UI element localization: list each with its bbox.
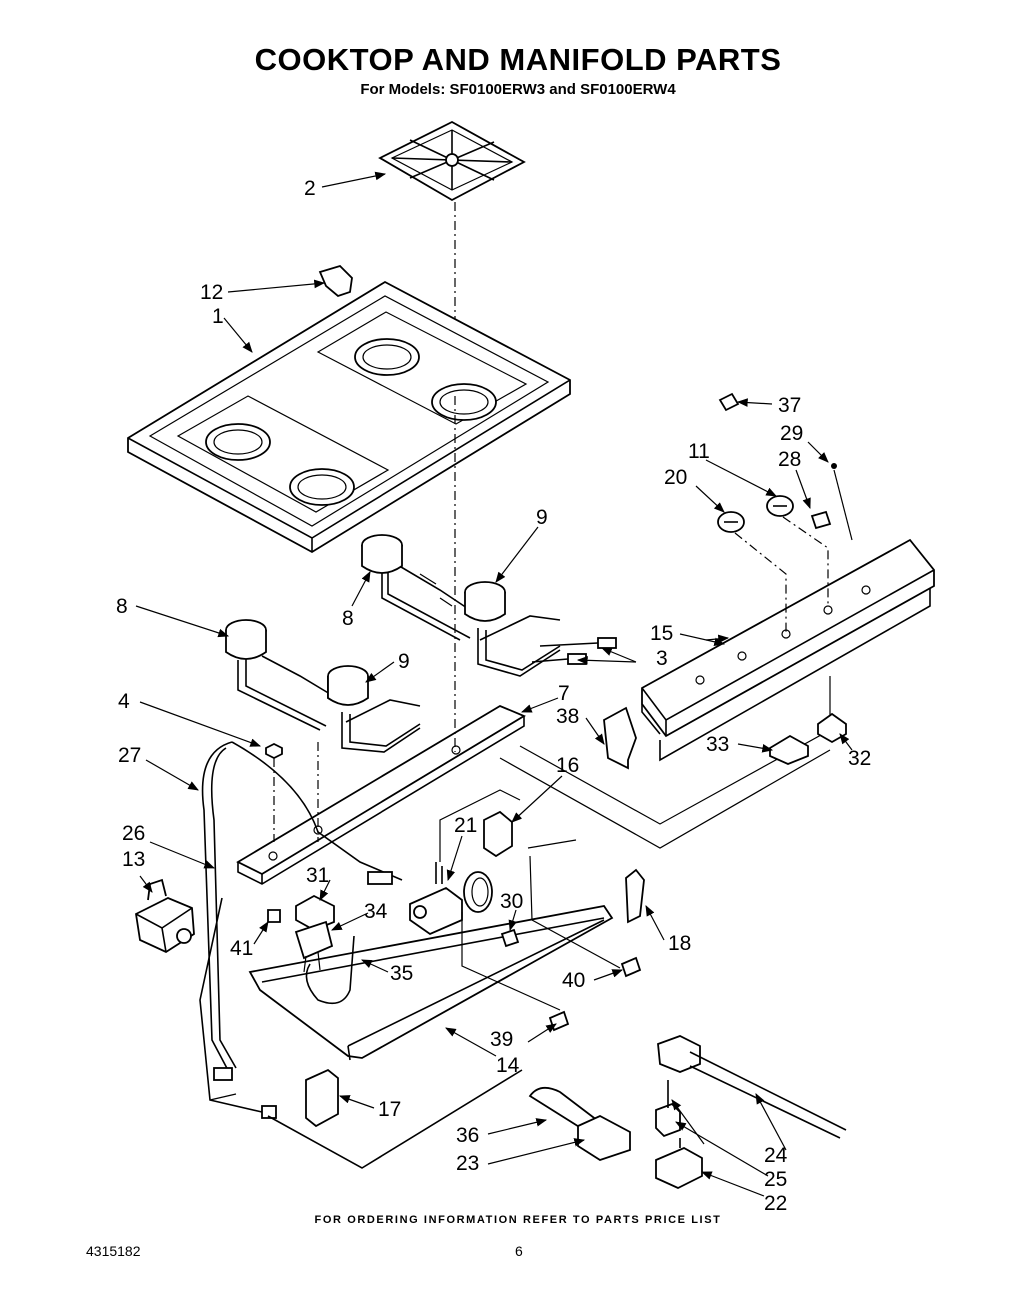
tube-fitting	[213, 1067, 233, 1081]
cooktop-clip	[318, 264, 353, 298]
callout-24: 24	[764, 1144, 788, 1167]
callout-26: 26	[122, 822, 145, 845]
spacer	[267, 909, 281, 923]
gas-regulator	[135, 878, 195, 954]
callout-20: 20	[664, 466, 687, 489]
fitting-30	[500, 928, 520, 948]
page-title: COOKTOP AND MANIFOLD PARTS	[254, 42, 782, 77]
burner-support-bracket	[236, 704, 526, 885]
document-number: 4315182	[86, 1243, 141, 1259]
callout-15: 15	[650, 622, 673, 645]
burner-grate	[378, 120, 526, 202]
callout-leaders	[135, 171, 853, 1197]
callout-9-lower: 9	[398, 650, 410, 673]
callout-4: 4	[118, 690, 130, 713]
hex-nut	[265, 742, 283, 760]
cooktop	[127, 280, 571, 554]
callout-7: 7	[558, 682, 570, 705]
callout-33: 33	[706, 733, 729, 756]
screw-40	[620, 956, 642, 978]
tube-nut	[367, 871, 393, 885]
oven-igniter	[294, 920, 334, 960]
page-number: 6	[515, 1243, 523, 1259]
callout-23: 23	[456, 1152, 479, 1175]
callout-2: 2	[304, 177, 316, 200]
callout-35: 35	[390, 962, 413, 985]
rear-burner-assembly	[361, 534, 561, 677]
air-shutter-spring	[463, 871, 493, 913]
callout-31: 31	[306, 864, 329, 887]
callout-34: 34	[364, 900, 388, 923]
callout-30: 30	[500, 890, 523, 913]
callout-41: 41	[230, 937, 253, 960]
callout-12: 12	[200, 281, 223, 304]
bracket-18	[625, 868, 645, 924]
callout-9-upper: 9	[536, 506, 548, 529]
callout-labels: 2 12 1 37 29 11 28 20 9 8 8 15 3 9 7 4 3…	[116, 177, 871, 1215]
manifold-heat-shield	[603, 706, 637, 770]
oven-thermostat	[483, 810, 513, 858]
callout-16: 16	[556, 754, 579, 777]
callout-8-mid: 8	[342, 607, 354, 630]
callout-13: 13	[122, 848, 145, 871]
broil-burner-assembly	[267, 1035, 847, 1189]
callout-11: 11	[688, 440, 710, 463]
safety-valve	[409, 862, 463, 936]
callout-32: 32	[848, 747, 871, 770]
callout-22: 22	[764, 1192, 787, 1215]
rear-bracket	[305, 1068, 339, 1128]
callout-21: 21	[454, 814, 477, 837]
callout-8-left: 8	[116, 595, 128, 618]
igniter-wire	[305, 935, 355, 1005]
callout-39: 39	[490, 1028, 513, 1051]
callout-3: 3	[656, 647, 668, 670]
screw-39	[548, 1010, 570, 1032]
front-burner-assembly	[225, 619, 421, 753]
callout-25: 25	[764, 1168, 787, 1191]
manifold-panel	[641, 538, 935, 762]
callout-17: 17	[378, 1098, 401, 1121]
tube-fitting-rear	[261, 1105, 277, 1119]
callout-40: 40	[562, 969, 585, 992]
panel-screw	[810, 510, 832, 530]
gas-tubing	[199, 741, 403, 1113]
wire-clip	[718, 392, 740, 412]
callout-29: 29	[780, 422, 803, 445]
model-subtitle: For Models: SF0100ERW3 and SF0100ERW4	[360, 81, 676, 98]
callout-36: 36	[456, 1124, 479, 1147]
callout-1: 1	[212, 305, 224, 328]
callout-38: 38	[556, 705, 579, 728]
callout-27: 27	[118, 744, 141, 767]
ordering-note: FOR ORDERING INFORMATION REFER TO PARTS …	[314, 1214, 722, 1226]
control-knobs	[717, 495, 829, 632]
manifold-mount-bracket	[769, 734, 809, 765]
callout-37: 37	[778, 394, 801, 417]
callout-18: 18	[668, 932, 691, 955]
callout-28: 28	[778, 448, 801, 471]
callout-14: 14	[496, 1054, 520, 1077]
manifold-end-bracket	[817, 712, 847, 744]
